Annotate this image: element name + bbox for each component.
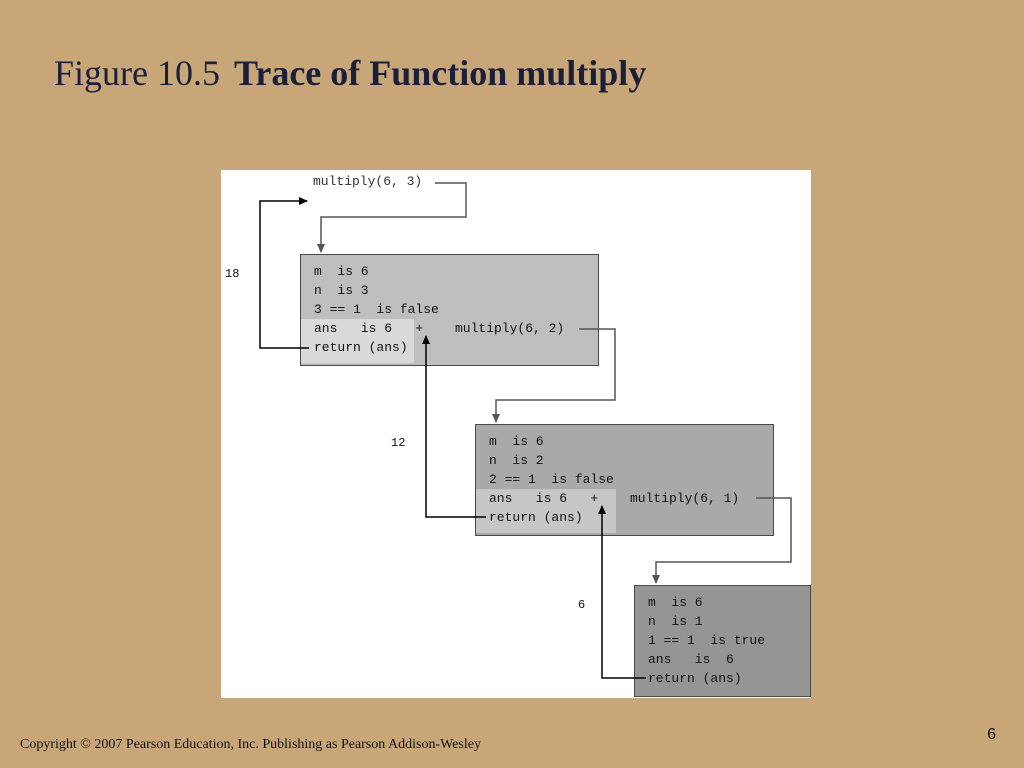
frame-2-ans: ans is 6 + xyxy=(489,491,599,506)
frame-3-ans: ans is 6 xyxy=(648,652,734,667)
return-arrow-18 xyxy=(259,197,309,349)
figure-heading: Trace of Function multiply xyxy=(234,53,647,93)
call-frame-2: m is 6 n is 2 2 == 1 is false ans is 6 +… xyxy=(475,424,774,536)
frame-2-test: 2 == 1 is false xyxy=(489,472,614,487)
trace-arrows xyxy=(259,182,792,679)
return-value-12: 12 xyxy=(391,436,406,450)
frame-2-highlight xyxy=(476,489,616,533)
call-arrow-2 xyxy=(492,328,616,423)
frame-2-n: n is 2 xyxy=(489,453,544,468)
return-arrow-6 xyxy=(598,505,646,679)
frame-3-n: n is 1 xyxy=(648,614,703,629)
figure-label: Figure 10.5 xyxy=(54,53,220,93)
call-arrow-3 xyxy=(652,497,792,584)
slide-title: Figure 10.5 Trace of Function multiply xyxy=(54,52,646,94)
frame-1-m: m is 6 xyxy=(314,264,369,279)
copyright-footer: Copyright © 2007 Pearson Education, Inc.… xyxy=(20,737,481,752)
frame-3-m: m is 6 xyxy=(648,595,703,610)
frame-3-test: 1 == 1 is true xyxy=(648,633,766,648)
frame-1-n: n is 3 xyxy=(314,283,369,298)
initial-call-label: multiply(6, 3) xyxy=(313,174,423,189)
trace-diagram: m is 6 n is 3 3 == 1 is false ans is 6 +… xyxy=(221,170,811,698)
call-arrow-1 xyxy=(317,182,467,253)
page-number: 6 xyxy=(987,726,996,743)
frame-1-call: multiply(6, 2) xyxy=(455,321,565,336)
return-value-6: 6 xyxy=(578,598,586,612)
frame-1-return: return (ans) xyxy=(314,340,408,355)
frame-3-return: return (ans) xyxy=(648,671,742,686)
frame-1-ans: ans is 6 + xyxy=(314,321,424,336)
call-frame-3: m is 6 n is 1 1 == 1 is true ans is 6 re… xyxy=(634,585,811,697)
frame-2-call: multiply(6, 1) xyxy=(630,491,740,506)
frame-2-m: m is 6 xyxy=(489,434,544,449)
return-arrow-12 xyxy=(422,335,486,518)
frame-1-highlight xyxy=(301,319,414,363)
call-frame-1: m is 6 n is 3 3 == 1 is false ans is 6 +… xyxy=(300,254,599,366)
frame-2-return: return (ans) xyxy=(489,510,583,525)
return-value-18: 18 xyxy=(225,267,240,281)
frame-1-test: 3 == 1 is false xyxy=(314,302,439,317)
